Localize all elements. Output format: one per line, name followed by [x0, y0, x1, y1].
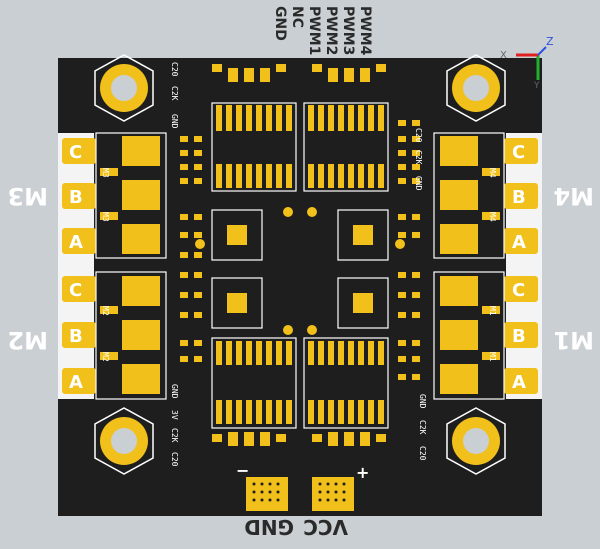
motor-m2-label: M2 — [7, 326, 48, 354]
silk-m1-1: M1 — [488, 306, 497, 316]
motor-m4-pad-c[interactable]: C — [504, 138, 538, 164]
svg-text:A: A — [69, 232, 83, 253]
svg-text:C: C — [512, 280, 525, 301]
motor-m2-pad-a[interactable]: A — [62, 368, 96, 394]
label-gnd-power: GND — [244, 515, 294, 539]
right-fet-pads: M4 M4 M1 M1 — [440, 136, 500, 394]
bottom-power-label: VCC GND — [244, 515, 348, 539]
mounting-hole-top-left — [94, 54, 154, 122]
top-driver-chips — [211, 102, 389, 192]
motor-m2-pad-b[interactable]: B — [62, 322, 96, 348]
vcc-power-pad[interactable] — [312, 477, 354, 511]
label-gnd: GND — [272, 6, 288, 41]
qfn-chips — [195, 207, 405, 335]
motor-m1-pad-a[interactable]: A — [504, 368, 538, 394]
bottom-power-pads — [212, 432, 386, 446]
axis-y-label: Y — [533, 81, 540, 91]
motor-m3-pad-a[interactable]: A — [62, 228, 96, 254]
svg-text:C2K: C2K — [170, 86, 179, 101]
svg-text:C20: C20 — [418, 446, 427, 461]
label-vcc: VCC — [303, 515, 348, 539]
label-pwm1: PWM1 — [306, 6, 322, 55]
svg-text:GND: GND — [170, 384, 179, 399]
motor-m4-label: M4 — [553, 182, 594, 210]
svg-text:GND: GND — [170, 114, 179, 129]
svg-text:C2K: C2K — [414, 150, 423, 165]
left-fet-pads: M3 M3 M2 M2 — [100, 136, 160, 394]
axis-z-label: Z — [546, 35, 554, 48]
mounting-hole-top-right — [446, 54, 506, 122]
svg-text:GND: GND — [414, 176, 423, 191]
motor-m3-pad-c[interactable]: C — [62, 138, 96, 164]
silk-m2-1: M2 — [101, 306, 110, 316]
svg-text:C2K: C2K — [170, 428, 179, 443]
passive-pads-right — [398, 120, 420, 380]
svg-text:B: B — [69, 187, 83, 208]
silk-m2-2: M2 — [101, 352, 110, 362]
svg-text:A: A — [512, 232, 526, 253]
motor-m3-pad-b[interactable]: B — [62, 183, 96, 209]
motor-m4-pad-b[interactable]: B — [504, 183, 538, 209]
svg-text:3V: 3V — [170, 410, 179, 420]
silk-m4-1: M4 — [488, 168, 497, 178]
silk-m3-2: M3 — [101, 212, 110, 222]
bottom-driver-chips — [211, 337, 389, 429]
motor-m1-label: M1 — [553, 326, 594, 354]
power-plus-label: + — [356, 463, 369, 482]
silk-labels-left: C20 C2K GND GND 3V C2K C20 — [170, 62, 179, 467]
svg-text:C20: C20 — [170, 62, 179, 77]
svg-text:B: B — [512, 187, 526, 208]
axis-x-label: X — [500, 50, 507, 61]
motor-m3-label: M3 — [7, 182, 48, 210]
svg-text:C20: C20 — [170, 452, 179, 467]
top-connector-labels: PWM4 PWM3 PWM2 PWM1 NC GND — [272, 6, 373, 56]
svg-text:C: C — [69, 142, 82, 163]
svg-text:C: C — [69, 280, 82, 301]
svg-text:B: B — [512, 326, 526, 347]
axis-triad: X Y Z — [500, 35, 554, 91]
label-nc: NC — [289, 6, 305, 28]
svg-text:B: B — [69, 326, 83, 347]
label-pwm3: PWM3 — [340, 6, 356, 55]
right-motor-pads: C B A C B A — [433, 132, 542, 400]
power-minus-label: − — [236, 461, 249, 480]
top-pwm-pads — [212, 64, 386, 82]
svg-text:A: A — [69, 372, 83, 393]
motor-m1-pad-b[interactable]: B — [504, 322, 538, 348]
svg-text:C20: C20 — [414, 128, 423, 143]
left-motor-pads: C B A C B A — [58, 132, 167, 400]
svg-text:A: A — [512, 372, 526, 393]
label-pwm2: PWM2 — [323, 6, 339, 55]
mounting-hole-bottom-left — [94, 407, 154, 475]
silk-m3-1: M3 — [101, 168, 110, 178]
motor-m4-pad-a[interactable]: A — [504, 228, 538, 254]
svg-text:C: C — [512, 142, 525, 163]
svg-text:GND: GND — [418, 394, 427, 409]
silk-m4-2: M4 — [488, 212, 497, 222]
motor-m1-pad-c[interactable]: C — [504, 276, 538, 302]
passive-pads-left — [180, 136, 202, 362]
svg-text:C2K: C2K — [418, 420, 427, 435]
label-pwm4: PWM4 — [357, 6, 373, 56]
motor-m2-pad-c[interactable]: C — [62, 276, 96, 302]
gnd-power-pad[interactable] — [246, 477, 288, 511]
silk-m1-2: M1 — [488, 352, 497, 362]
mounting-hole-bottom-right — [446, 407, 506, 475]
silk-labels-right: C20 C2K GND GND C2K C20 — [414, 128, 427, 461]
